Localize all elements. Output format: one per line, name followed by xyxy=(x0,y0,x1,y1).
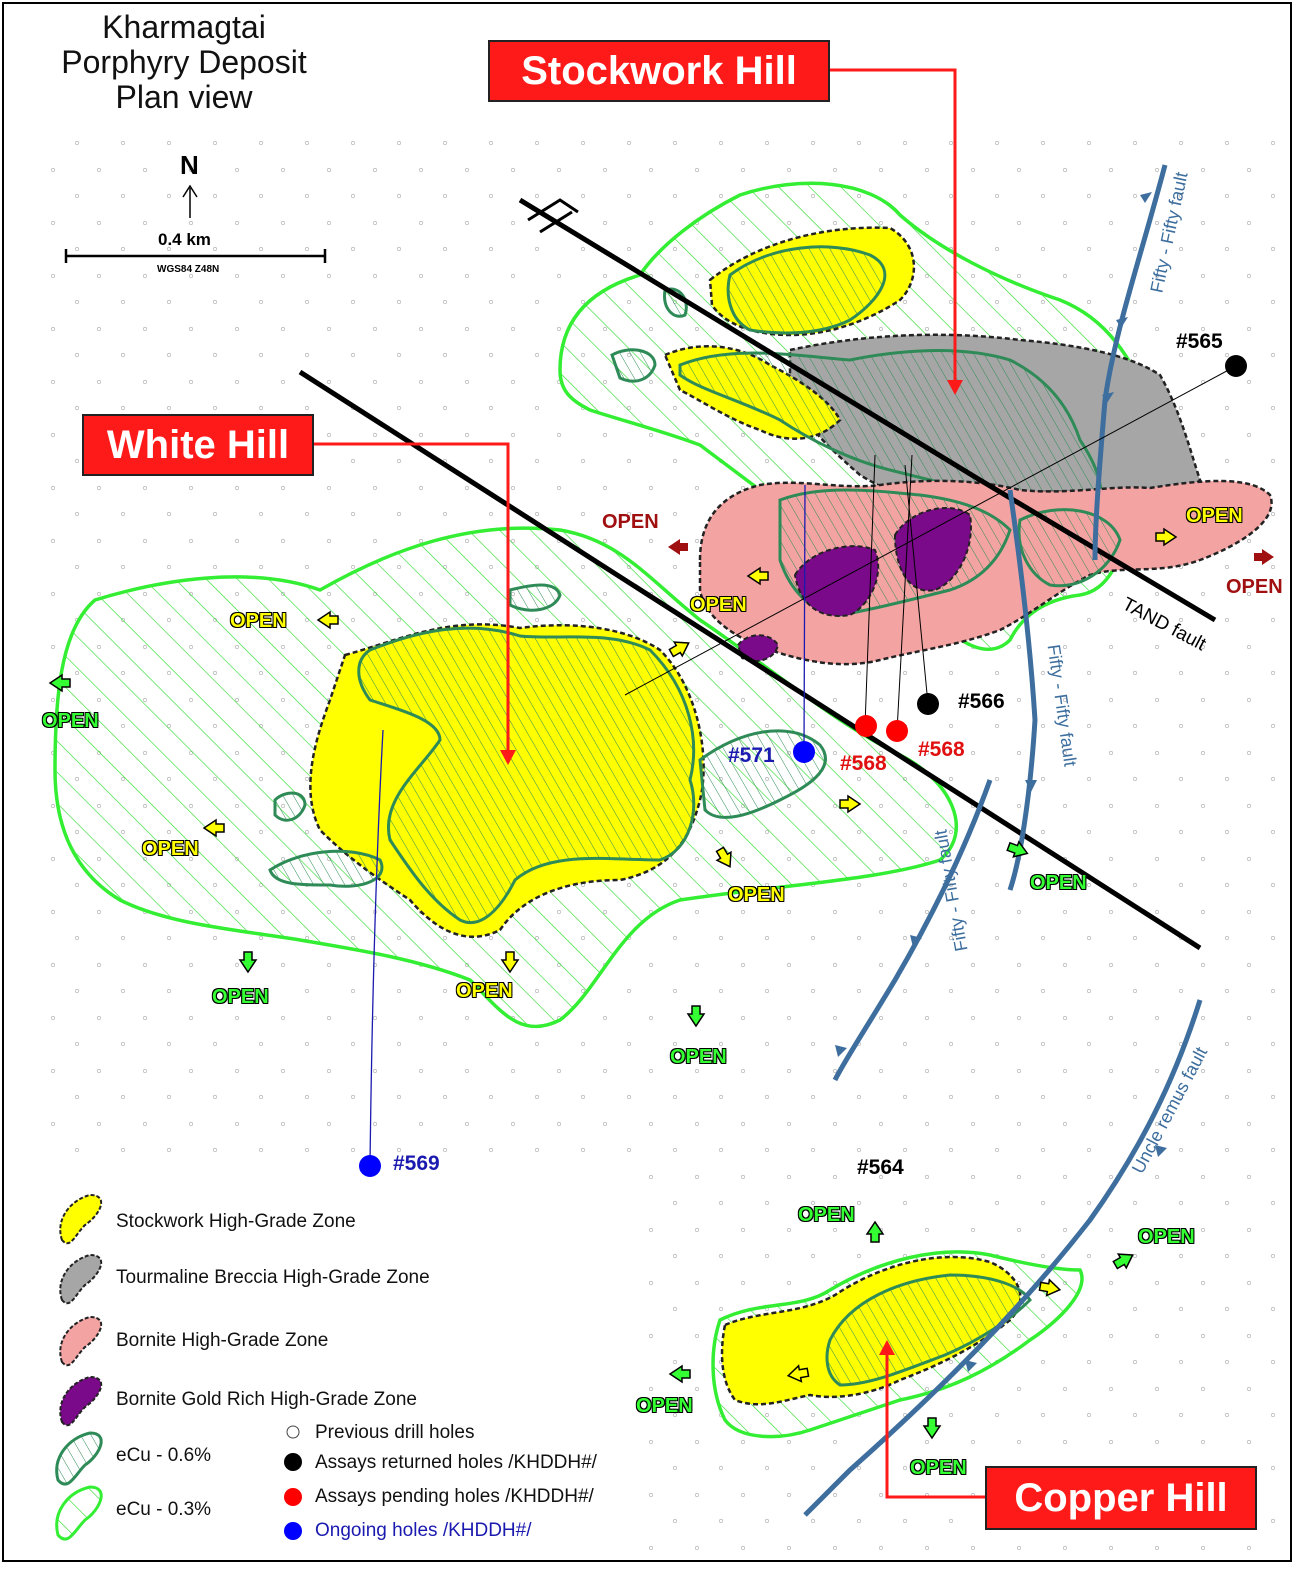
legend-bornite-gold-swatch xyxy=(59,1375,103,1427)
title-line-2: Porphyry Deposit xyxy=(61,44,307,80)
stockwork-hill-ecu06-small xyxy=(610,348,657,383)
open-label: OPEN xyxy=(42,710,99,732)
collar-566[interactable] xyxy=(917,693,939,715)
legend-pending-label: Assays pending holes /KHDDH#/ xyxy=(315,1486,594,1507)
white-hill-ecu06-west xyxy=(268,849,384,888)
collar-568b[interactable] xyxy=(886,720,908,742)
open-label: OPEN xyxy=(456,980,514,1003)
shear-arrow-symbol xyxy=(527,198,579,234)
open-label: OPEN xyxy=(212,986,269,1008)
legend-ecu06-label: eCu - 0.6% xyxy=(116,1445,212,1466)
shear-fault-line xyxy=(518,197,1217,623)
legend-previous-symbol xyxy=(286,1425,300,1439)
drill-traces xyxy=(624,365,1237,732)
open-label: OPEN xyxy=(798,1204,855,1226)
title-line-1: Kharmagtai xyxy=(102,9,266,45)
open-label: OPEN xyxy=(142,838,200,861)
collar-569[interactable] xyxy=(359,1155,381,1177)
legend-ongoing-label: Ongoing holes /KHDDH#/ xyxy=(315,1520,532,1541)
hole-label-568a: #568 xyxy=(840,752,887,775)
collar-565[interactable] xyxy=(1225,355,1247,377)
open-label: OPEN xyxy=(670,1046,727,1068)
open-label: OPEN xyxy=(1186,505,1244,528)
open-label: OPEN xyxy=(230,610,288,633)
legend-bornite-gold-label: Bornite Gold Rich High-Grade Zone xyxy=(116,1389,417,1410)
collar-568a[interactable] xyxy=(855,715,877,737)
callout-copper-hill: Copper Hill xyxy=(985,1466,1257,1530)
open-arrows-yellow xyxy=(202,527,1178,1383)
callout-stockwork-hill: Stockwork Hill xyxy=(488,40,830,102)
legend-returned-label: Assays returned holes /KHDDH#/ xyxy=(315,1452,597,1473)
open-label: OPEN xyxy=(602,511,659,533)
legend-ecu03-swatch xyxy=(55,1485,103,1541)
legend-bornite-label: Bornite High-Grade Zone xyxy=(116,1330,329,1351)
white-hill-ecu06-north xyxy=(508,583,562,612)
title-line-3: Plan view xyxy=(115,79,253,115)
legend-stockwork-label: Stockwork High-Grade Zone xyxy=(116,1211,356,1232)
open-label: OPEN xyxy=(636,1395,693,1417)
hole-label-564: #564 xyxy=(857,1156,904,1179)
open-label: OPEN xyxy=(1030,872,1087,894)
hole-label-571: #571 xyxy=(728,744,775,767)
hole-label-568b: #568 xyxy=(918,738,965,761)
white-hill-ecu06-small xyxy=(273,791,307,822)
open-arrows-green xyxy=(48,673,1134,1440)
stockwork-hill-ecu06-zone xyxy=(726,245,887,335)
white-hill-ecu06-zone xyxy=(357,626,696,925)
drill-trace-569 xyxy=(369,729,384,1166)
bornite-gold-zone-2 xyxy=(893,506,972,592)
fifty-fifty-fault-south xyxy=(832,779,993,1082)
north-label: N xyxy=(180,150,199,180)
drill-trace-571 xyxy=(803,484,806,753)
open-label: OPEN xyxy=(1138,1226,1195,1248)
legend-ongoing-symbol xyxy=(284,1522,302,1540)
open-arrows-red xyxy=(668,539,1274,565)
legend-stockwork-swatch xyxy=(59,1193,103,1245)
fault-teeth xyxy=(835,192,1167,1372)
legend-tourmaline-label: Tourmaline Breccia High-Grade Zone xyxy=(116,1267,430,1288)
open-label: OPEN xyxy=(1226,576,1283,598)
open-label: OPEN xyxy=(910,1457,967,1479)
fifty-fifty-fault-north xyxy=(1092,164,1168,561)
white-hill-leader xyxy=(312,442,510,760)
tand-fault-line xyxy=(298,369,1202,951)
open-label: OPEN xyxy=(728,884,786,907)
hole-label-569: #569 xyxy=(393,1152,440,1175)
uncle-remus-fault xyxy=(803,999,1203,1517)
scale-datum: WGS84 Z48N xyxy=(157,264,220,275)
scale-distance: 0.4 km xyxy=(158,230,211,249)
stockwork-hill-leader xyxy=(830,68,957,390)
callout-white-hill: White Hill xyxy=(82,414,314,476)
copper-hill-leader xyxy=(885,1345,985,1499)
hole-label-565: #565 xyxy=(1176,330,1223,353)
open-label: OPEN xyxy=(690,594,748,617)
hole-label-566: #566 xyxy=(958,690,1005,713)
legend-tourmaline-swatch xyxy=(59,1253,103,1305)
legend-ecu03-label: eCu - 0.3% xyxy=(116,1499,212,1520)
legend-returned-symbol xyxy=(284,1453,302,1471)
collar-571[interactable] xyxy=(793,741,815,763)
legend-previous-label: Previous drill holes xyxy=(315,1422,475,1443)
legend-pending-symbol xyxy=(284,1488,302,1506)
legend-bornite-swatch xyxy=(59,1315,103,1367)
legend-ecu06-swatch xyxy=(55,1431,103,1486)
